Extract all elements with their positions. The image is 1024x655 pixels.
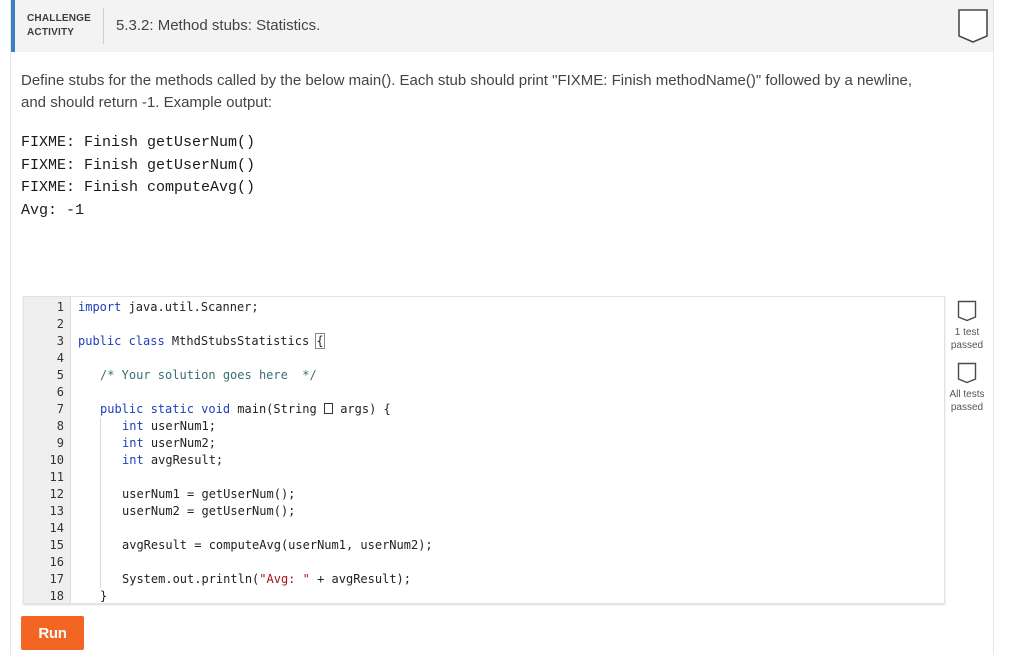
- activity-title: 5.3.2: Method stubs: Statistics.: [116, 17, 321, 34]
- code-line-7[interactable]: public static void main(String args) {: [100, 402, 391, 416]
- output-line: FIXME: Finish getUserNum(): [21, 134, 256, 151]
- line-number: 6: [56, 385, 64, 399]
- line-number: 7: [56, 402, 64, 416]
- run-button[interactable]: Run: [21, 616, 84, 650]
- code-line-9[interactable]: int userNum2;: [122, 436, 216, 450]
- code-line-17[interactable]: System.out.println("Avg: " + avgResult);: [122, 572, 412, 586]
- line-number: 2: [56, 317, 64, 331]
- matching-brace: {: [315, 333, 325, 349]
- code-line-10[interactable]: int avgResult;: [122, 453, 224, 467]
- header-divider: [103, 8, 104, 44]
- line-number: 5: [56, 368, 64, 382]
- output-line: Avg: -1: [21, 201, 85, 219]
- line-number: 11: [49, 470, 64, 484]
- line-number: 1: [56, 300, 64, 314]
- output-line: FIXME: Finish computeAvg(): [21, 179, 256, 196]
- all-tests-label: All tests passed: [949, 389, 985, 413]
- line-number: 4: [56, 351, 64, 365]
- line-number-gutter: 1 2 3 4 5 6 7 8 9 10 11 12 13 14 15 16 1…: [24, 297, 71, 603]
- first-test-label: 1 test passed: [950, 327, 984, 351]
- code-line-1[interactable]: import java.util.Scanner;: [78, 300, 259, 314]
- all-tests-shield-icon: [957, 362, 977, 384]
- activity-header: CHALLENGE ACTIVITY 5.3.2: Method stubs: …: [11, 0, 993, 52]
- code-editor[interactable]: 1 2 3 4 5 6 7 8 9 10 11 12 13 14 15 16 1…: [23, 296, 945, 604]
- line-number: 9: [56, 436, 64, 450]
- line-number: 17: [49, 572, 64, 586]
- code-line-15[interactable]: avgResult = computeAvg(userNum1, userNum…: [122, 538, 433, 552]
- test-result-shield-icon: [957, 300, 977, 322]
- missing-glyph-box: [323, 403, 333, 414]
- line-number: 3: [56, 334, 64, 348]
- code-line-8[interactable]: int userNum1;: [122, 419, 216, 433]
- line-number: 10: [49, 453, 64, 467]
- indent-guide: [100, 418, 101, 588]
- code-line-12[interactable]: userNum1 = getUserNum();: [122, 487, 296, 501]
- code-line-5[interactable]: /* Your solution goes here */: [100, 368, 317, 382]
- instructions-text: Define stubs for the methods called by t…: [21, 72, 913, 111]
- output-line: FIXME: Finish getUserNum(): [21, 156, 256, 174]
- line-number: 15: [49, 538, 64, 552]
- line-number: 12: [49, 487, 64, 501]
- line-number: 16: [49, 555, 64, 569]
- challenge-activity-card: CHALLENGE ACTIVITY 5.3.2: Method stubs: …: [10, 0, 994, 655]
- line-number: 18: [49, 589, 64, 603]
- example-output: FIXME: Finish getUserNum() FIXME: Finish…: [21, 132, 255, 222]
- challenge-activity-badge: CHALLENGE ACTIVITY: [27, 13, 92, 38]
- code-line-13[interactable]: userNum2 = getUserNum();: [122, 504, 296, 518]
- line-number: 14: [49, 521, 64, 535]
- completion-shield-icon: [958, 9, 988, 43]
- line-number: 8: [56, 419, 64, 433]
- code-line-18[interactable]: }: [100, 589, 108, 603]
- line-number: 13: [49, 504, 64, 518]
- code-line-3[interactable]: public class MthdStubsStatistics {: [78, 333, 325, 349]
